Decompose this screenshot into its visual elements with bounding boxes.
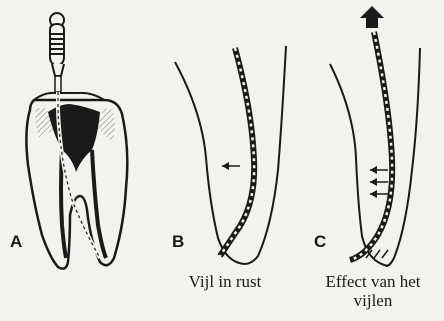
caption-file-at-rest: Vijl in rust [165,272,285,291]
tooth-illustration [26,13,127,269]
panel-label-c: C [314,232,326,252]
canal-file-in-action [330,6,420,266]
canal-file-at-rest [175,46,286,264]
caption-filing-line2: vijlen [304,291,442,310]
file-handle [50,13,64,92]
panel-label-a: A [10,232,22,252]
pull-up-arrow [360,6,384,28]
caption-filing-effect: Effect van het vijlen [304,272,442,310]
caption-filing-line1: Effect van het [304,272,442,291]
panel-label-b: B [172,232,184,252]
